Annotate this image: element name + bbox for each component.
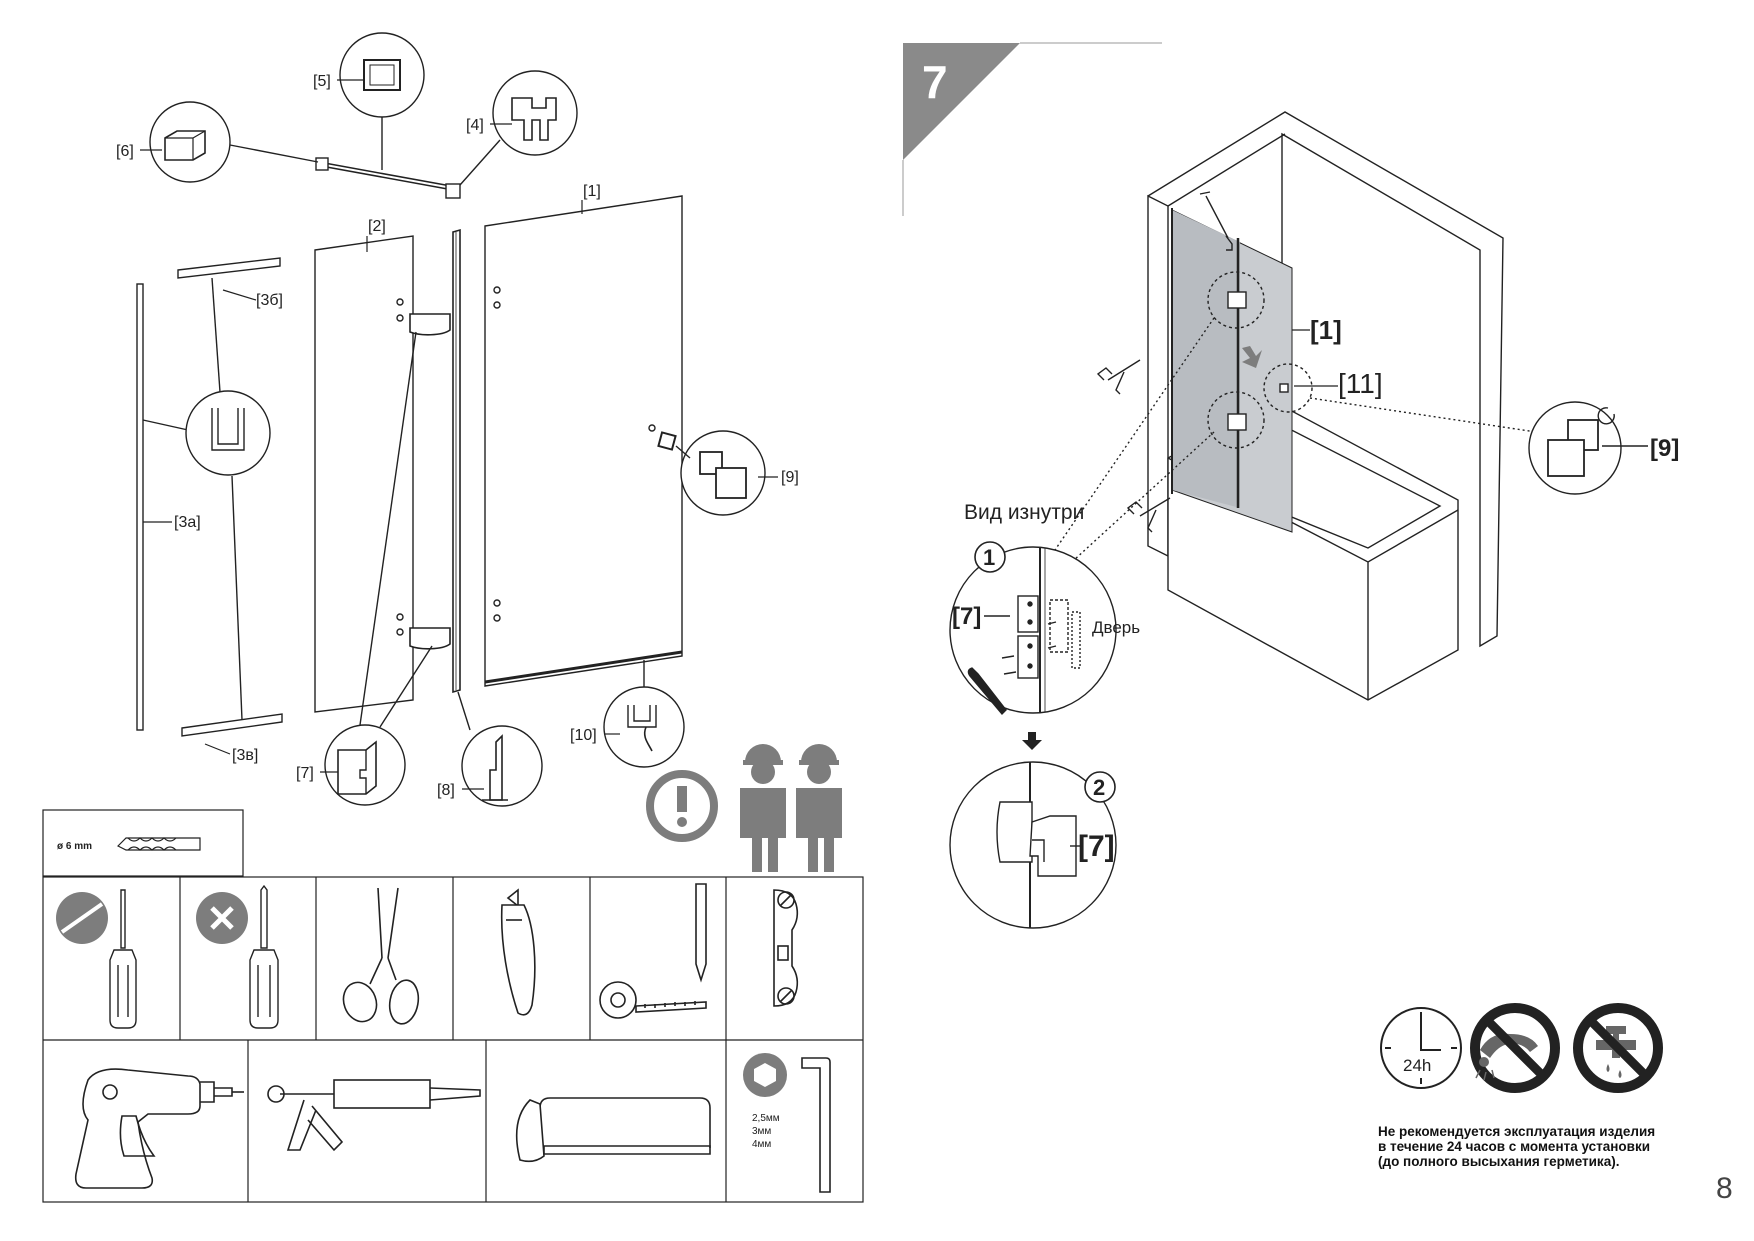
glass-panel-1	[484, 195, 683, 687]
substep-2-callout	[949, 761, 1117, 929]
time-label: 24h	[1403, 1056, 1431, 1075]
page-number: 8	[1716, 1172, 1733, 1205]
callout-circle-6	[149, 101, 231, 183]
scissors-icon	[342, 887, 420, 1025]
phillips-screwdriver-icon	[196, 884, 279, 1029]
door-label: Дверь	[1092, 618, 1140, 637]
callout-circle-5	[339, 32, 425, 118]
bath-scene	[1043, 111, 1537, 701]
callout-circle-7	[324, 724, 406, 806]
tape-measure-pencil-icon	[599, 883, 707, 1019]
label-right-9: [9]	[1650, 435, 1679, 462]
caulking-gun-icon	[267, 1079, 481, 1152]
right-labels: [1] [11] [9] Вид изнутри Дверь [7] [7] 1…	[952, 315, 1679, 863]
label-3b: [3б]	[256, 292, 283, 309]
label-3a: [3а]	[174, 514, 201, 531]
no-shower-icon	[1470, 1003, 1560, 1093]
wall-profile	[136, 283, 144, 731]
drill-icon	[74, 1068, 244, 1189]
label-9: [9]	[781, 469, 799, 486]
label-8: [8]	[437, 782, 455, 799]
label-5: [5]	[313, 73, 331, 90]
label-10: [10]	[570, 727, 597, 744]
level-icon	[773, 889, 799, 1007]
hex-size-3: 4мм	[752, 1139, 771, 1150]
down-arrow-icon	[1022, 732, 1042, 750]
callout-circle-u-profile	[185, 390, 271, 476]
step-number: 7	[922, 56, 948, 108]
substep-1-number: 1	[983, 545, 995, 570]
curing-warning-text: Не рекомендуется эксплуатация изделия в …	[1378, 1124, 1718, 1169]
step-badge: 7	[902, 42, 1162, 216]
hex-key-icon: 2,5мм 3мм 4мм	[743, 1053, 831, 1193]
label-2: [2]	[368, 218, 386, 235]
substep-2-number: 2	[1093, 775, 1105, 800]
label-6: [6]	[116, 143, 134, 160]
label-3v: [3в]	[232, 747, 258, 764]
substep-1-callout	[949, 541, 1117, 716]
person-icon	[740, 744, 786, 872]
label-right-7b: [7]	[1078, 830, 1115, 863]
exclamation-icon	[646, 770, 718, 842]
glass-panel-2	[314, 235, 414, 713]
drill-bit-icon	[116, 837, 201, 851]
exploded-view	[136, 32, 766, 807]
warning-line-1: Не рекомендуется эксплуатация изделия	[1378, 1124, 1656, 1139]
label-4: [4]	[466, 117, 484, 134]
two-person-warning	[646, 744, 842, 872]
drill-bit-label: ø 6 mm	[57, 841, 92, 852]
flat-screwdriver-icon	[56, 889, 137, 1029]
cure-time-icon: 24h	[1380, 1007, 1462, 1089]
warning-line-3: (до полного высыхания герметика).	[1378, 1154, 1620, 1169]
label-right-7a: [7]	[952, 603, 981, 630]
tools-grid	[42, 876, 864, 1203]
label-right-11: [11]	[1338, 368, 1383, 399]
callout-circle-4	[492, 70, 578, 156]
hex-size-1: 2,5мм	[752, 1113, 780, 1124]
warning-line-2: в течение 24 часов с момента установки	[1378, 1139, 1651, 1154]
left-part-labels: [5] [6] [4] [1] [2] [3б] [3а] [3в] [9] […	[116, 73, 799, 799]
utility-knife-icon	[500, 888, 536, 1016]
label-right-1: [1]	[1310, 315, 1342, 345]
right-knob-callout	[1528, 401, 1648, 495]
label-7: [7]	[296, 765, 314, 782]
hacksaw-icon	[515, 1097, 711, 1163]
label-1: [1]	[583, 183, 601, 200]
no-tap-water-icon	[1573, 1003, 1663, 1093]
hex-size-2: 3мм	[752, 1126, 771, 1137]
drill-bit-box: ø 6 mm	[42, 809, 244, 877]
person-icon	[796, 744, 842, 872]
inside-view-label: Вид изнутри	[964, 501, 1084, 524]
